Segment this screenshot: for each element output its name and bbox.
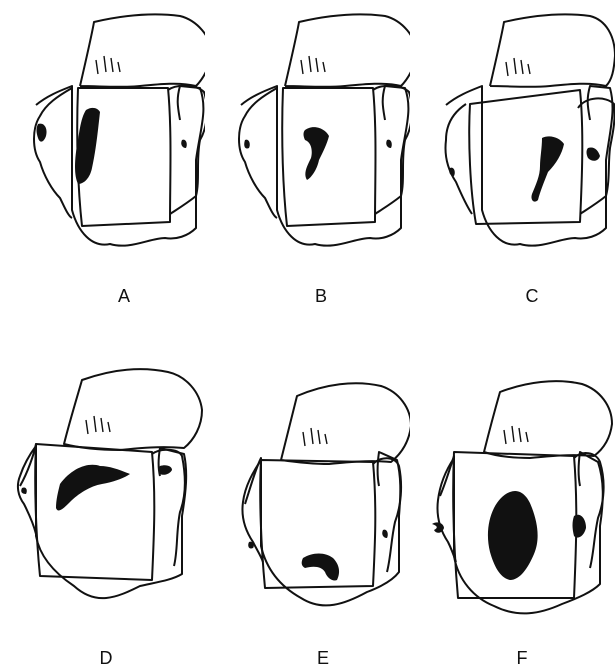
bone-drawing	[205, 0, 410, 300]
panel-f: F	[410, 336, 615, 672]
talus-dome-outline	[484, 381, 612, 458]
left-notch	[449, 168, 455, 176]
central-block-outline	[35, 444, 154, 580]
panel-label: F	[502, 648, 542, 669]
right-notch	[159, 465, 173, 475]
right-notch	[386, 140, 392, 148]
lesion	[56, 465, 130, 511]
dome-hatching	[86, 416, 110, 434]
right-notch	[573, 515, 587, 538]
left-process-outline	[18, 446, 36, 534]
lesion	[531, 136, 564, 201]
panel-label: A	[104, 286, 144, 307]
left-process-outline	[445, 104, 472, 214]
bone-drawing	[0, 336, 205, 636]
lesion	[488, 491, 538, 580]
lesion	[302, 554, 339, 581]
bone-drawing	[205, 336, 410, 636]
bone-drawing	[0, 0, 205, 300]
panel-label: E	[303, 648, 343, 669]
left-process-outline	[34, 88, 72, 218]
dome-hatching	[506, 58, 530, 76]
right-notch	[181, 140, 187, 148]
right-process-outline	[373, 86, 410, 214]
panel-d: D	[0, 336, 205, 672]
central-block-outline	[260, 460, 375, 588]
dome-hatching	[96, 56, 120, 74]
talus-dome-outline	[490, 14, 615, 86]
panel-label: C	[512, 286, 552, 307]
left-notch	[21, 487, 27, 494]
left-notch	[37, 124, 47, 142]
dome-hatching	[504, 426, 528, 444]
central-block-outline	[282, 88, 375, 226]
right-notch	[587, 147, 601, 160]
panel-a: A	[0, 0, 205, 336]
talus-dome-outline	[281, 383, 410, 464]
lesion	[75, 108, 100, 184]
lesion	[304, 127, 330, 180]
right-notch	[382, 530, 388, 538]
panel-b: B	[205, 0, 410, 336]
panel-label: B	[301, 286, 341, 307]
dome-hatching	[301, 56, 325, 74]
panel-c: C	[410, 0, 615, 336]
left-notch	[244, 140, 250, 149]
talus-dome-outline	[64, 369, 202, 450]
talus-dome-outline	[80, 14, 205, 86]
left-process-outline	[239, 88, 277, 218]
dome-hatching	[303, 428, 327, 446]
outer-bone-outline	[245, 452, 400, 605]
central-block-outline	[469, 90, 582, 224]
bone-drawing	[410, 336, 615, 636]
panel-e: E	[205, 336, 410, 672]
panel-label: D	[86, 648, 126, 669]
talus-dome-outline	[285, 14, 410, 86]
right-process-outline	[168, 86, 205, 214]
bone-drawing	[410, 0, 615, 300]
outer-bone-outline	[241, 86, 408, 246]
outer-bone-outline	[36, 86, 203, 246]
